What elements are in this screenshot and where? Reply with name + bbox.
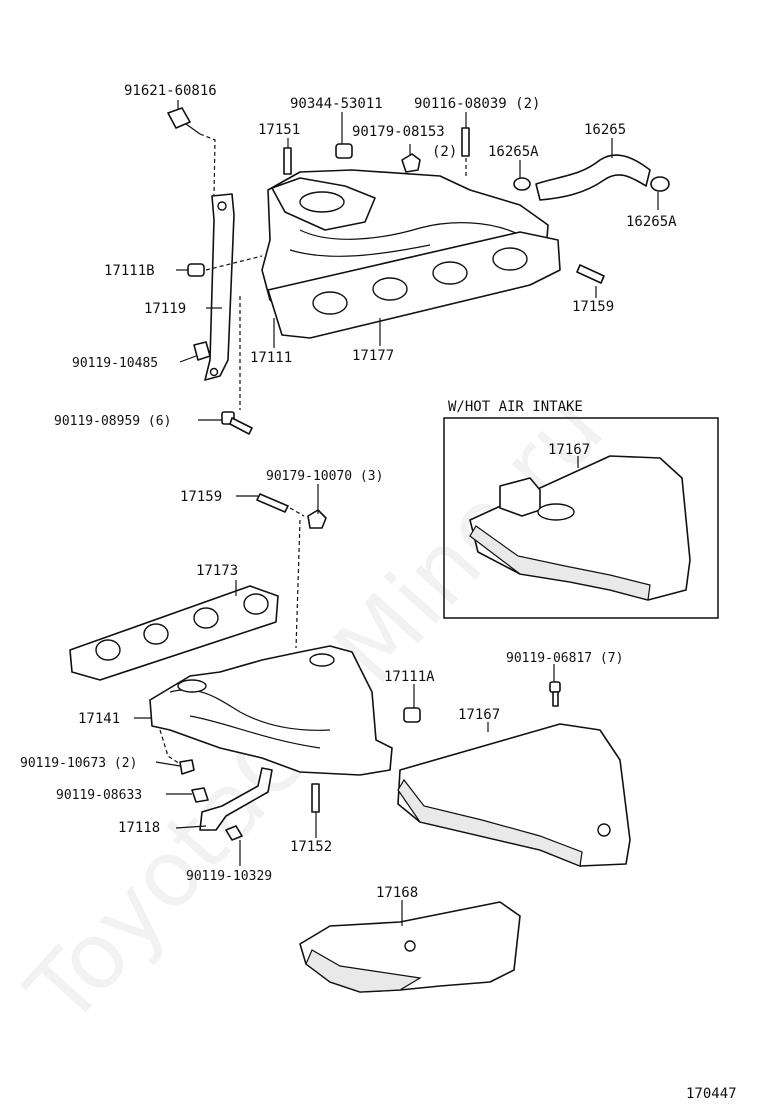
heat-insulator-17167[interactable] xyxy=(397,723,631,867)
label-17118: 17118 xyxy=(118,820,160,836)
bolt-91621-60816[interactable] xyxy=(167,107,201,135)
bolt-90119-10329[interactable] xyxy=(225,825,243,841)
bolt-90119-08959[interactable] xyxy=(221,411,253,435)
exhaust-gasket-17173[interactable] xyxy=(69,585,279,681)
label-16265A-right: 16265A xyxy=(626,214,677,230)
nut-90179-10070[interactable] xyxy=(307,509,327,529)
nut-17111A[interactable] xyxy=(403,707,421,723)
label-17151: 17151 xyxy=(258,122,300,138)
label-90119-10673: 90119-10673 (2) xyxy=(20,756,137,771)
inset-hot-air-intake xyxy=(443,417,719,619)
label-90119-10485: 90119-10485 xyxy=(72,356,158,371)
nut-90344-53011[interactable] xyxy=(335,143,353,159)
stud-17152[interactable] xyxy=(311,783,320,813)
assembly-line xyxy=(159,729,181,765)
label-17168: 17168 xyxy=(376,885,418,901)
label-90179-08153-qty: (2) xyxy=(432,144,457,160)
heat-insulator-17168[interactable] xyxy=(299,901,521,993)
label-90179-08153: 90179-08153 xyxy=(352,124,445,140)
label-17167: 17167 xyxy=(458,707,500,723)
assembly-line xyxy=(289,507,305,517)
label-91621-60816: 91621-60816 xyxy=(124,83,217,99)
bolt-90119-08633[interactable] xyxy=(191,787,209,803)
bolt-90119-10485[interactable] xyxy=(193,341,211,361)
bolt-90119-06817[interactable] xyxy=(549,681,561,707)
label-90344-53011: 90344-53011 xyxy=(290,96,383,112)
stud-90116-08039[interactable] xyxy=(461,127,470,157)
label-17152: 17152 xyxy=(290,839,332,855)
exhaust-manifold-17141[interactable] xyxy=(149,645,393,776)
label-17177: 17177 xyxy=(352,348,394,364)
label-90119-10329: 90119-10329 xyxy=(186,869,272,884)
intake-gasket-17177[interactable] xyxy=(267,231,561,339)
hose-16265[interactable] xyxy=(535,154,651,201)
stud-17159-middle[interactable] xyxy=(256,493,289,513)
manifold-stay-17119[interactable] xyxy=(204,193,235,381)
nut-17111B[interactable] xyxy=(187,263,205,277)
label-17159-middle: 17159 xyxy=(180,489,222,505)
hose-clamp-16265A-right[interactable] xyxy=(650,176,670,192)
manifold-bracket-17118[interactable] xyxy=(199,767,273,831)
hose-clamp-16265A-left[interactable] xyxy=(513,177,531,191)
label-90119-08959: 90119-08959 (6) xyxy=(54,414,171,429)
nut-90179-08153[interactable] xyxy=(401,153,421,173)
label-16265A-top: 16265A xyxy=(488,144,539,160)
diagram-id: 170447 xyxy=(686,1086,737,1102)
label-17119: 17119 xyxy=(144,301,186,317)
part-labels: 91621-60816 90344-53011 90116-08039 (2) … xyxy=(20,83,737,1102)
label-90119-06817: 90119-06817 (7) xyxy=(506,651,623,666)
label-90179-10070: 90179-10070 (3) xyxy=(266,469,383,484)
heat-insulator-17167-inset[interactable] xyxy=(469,455,691,601)
leader-lines xyxy=(134,100,659,926)
assembly-line xyxy=(199,133,216,197)
stud-17151[interactable] xyxy=(283,147,292,175)
label-17111B: 17111B xyxy=(104,263,155,279)
label-17173: 17173 xyxy=(196,563,238,579)
bolt-90119-10673[interactable] xyxy=(179,759,195,775)
label-16265: 16265 xyxy=(584,122,626,138)
label-17111: 17111 xyxy=(250,350,292,366)
stud-17159-upper[interactable] xyxy=(576,264,605,284)
label-17141: 17141 xyxy=(78,711,120,727)
assembly-line xyxy=(205,255,263,271)
label-17167-inset: 17167 xyxy=(548,442,590,458)
label-17111A: 17111A xyxy=(384,669,435,685)
label-90116-08039: 90116-08039 (2) xyxy=(414,96,540,112)
label-17159-upper: 17159 xyxy=(572,299,614,315)
assembly-line xyxy=(295,519,301,649)
inset-title: W/HOT AIR INTAKE xyxy=(448,399,583,415)
label-90119-08633: 90119-08633 xyxy=(56,788,142,803)
